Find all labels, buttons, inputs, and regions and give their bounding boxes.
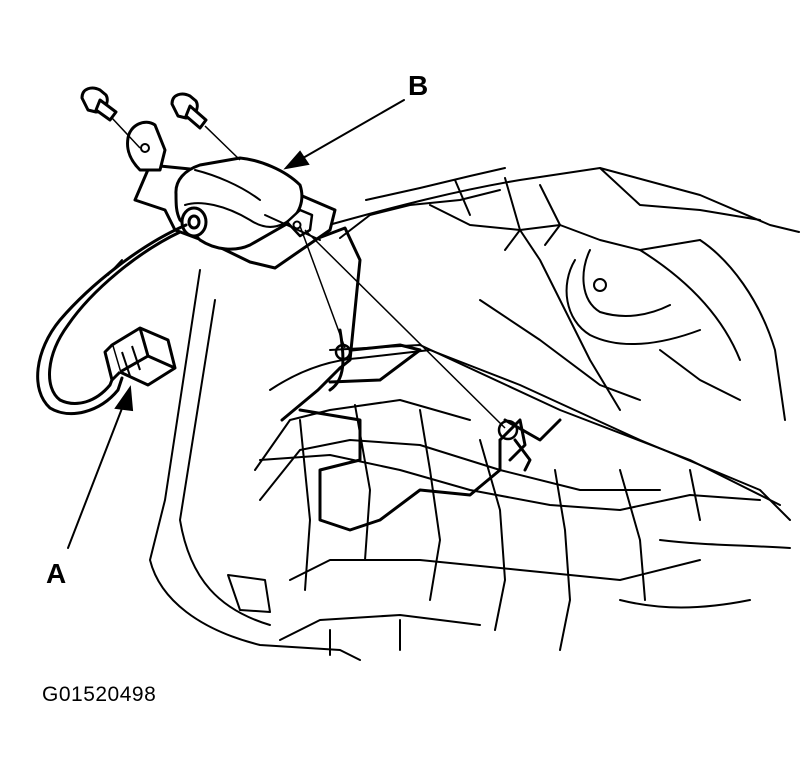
sensor-unit <box>126 120 337 270</box>
dashboard-structure <box>317 167 800 421</box>
callout-arrow-b <box>283 99 405 170</box>
bolt-left <box>80 86 118 122</box>
callout-label-a: A <box>46 558 67 589</box>
mounting-bracket <box>280 226 562 532</box>
callout-arrow-a <box>67 385 134 549</box>
lower-grid-panel <box>149 269 791 661</box>
alignment-lines <box>111 117 506 429</box>
figure-id-label: G01520498 <box>42 683 157 706</box>
bolt-right <box>170 92 208 130</box>
wire-harness <box>36 223 188 416</box>
connector-a <box>103 326 177 387</box>
callout-label-b: B <box>408 70 429 101</box>
